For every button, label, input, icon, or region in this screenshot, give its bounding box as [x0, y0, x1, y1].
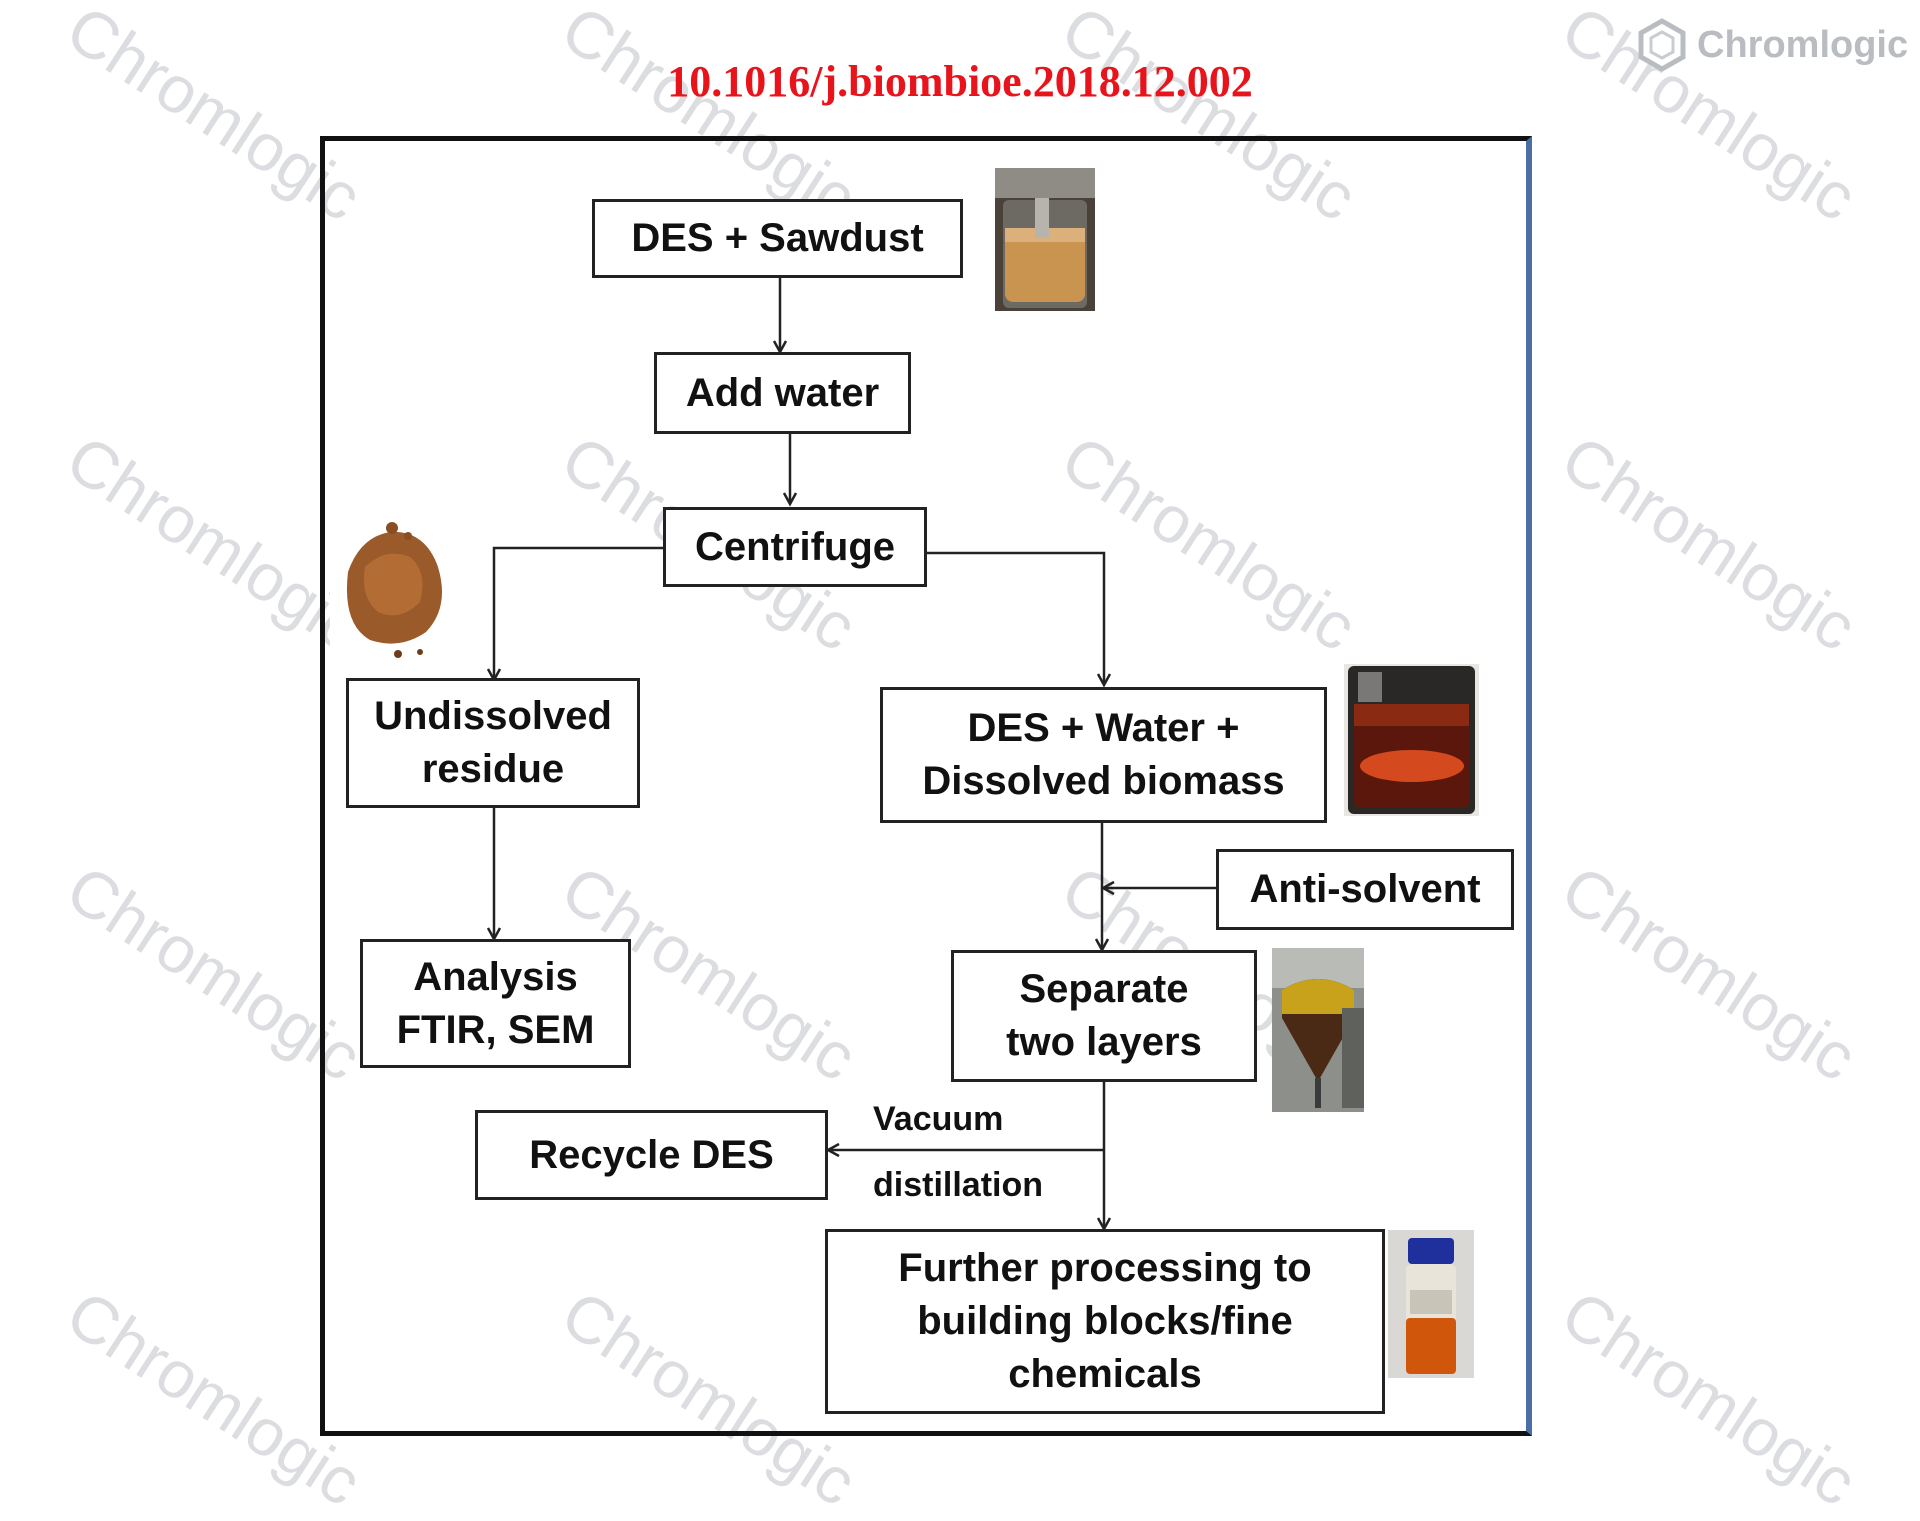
- box-recycle-des: Recycle DES: [475, 1110, 828, 1200]
- flow-connectors: [486, 278, 1216, 1232]
- box-recycle-des-label: Recycle DES: [529, 1132, 774, 1177]
- arrow-centrifuge-to-solution: [927, 551, 1112, 688]
- box-des-sawdust: DES + Sawdust: [592, 199, 963, 278]
- dark-solution-beaker-photo: [1344, 664, 1479, 816]
- hexagon-logo-icon: [1638, 18, 1686, 72]
- box-undissolved-line2: residue: [421, 747, 565, 791]
- box-further-line3: chemicals: [1008, 1352, 1202, 1396]
- arrow-centrifuge-to-residue: [486, 546, 665, 683]
- box-separate-layers: Separate two layers: [951, 950, 1257, 1082]
- label-distillation: distillation: [873, 1166, 1043, 1204]
- box-analysis-line2: FTIR, SEM: [396, 1007, 595, 1052]
- box-undissolved-residue: Undissolved residue: [346, 678, 640, 808]
- doi-title: 10.1016/j.biombioe.2018.12.002: [667, 57, 1253, 106]
- box-analysis: Analysis FTIR, SEM: [360, 939, 631, 1068]
- box-add-water: Add water: [654, 352, 911, 434]
- box-anti-solvent: Anti-solvent: [1216, 849, 1514, 930]
- brand-name: Chromlogic: [1697, 23, 1909, 66]
- box-further-line2: building blocks/fine: [917, 1299, 1293, 1343]
- box-dissolved-biomass: DES + Water + Dissolved biomass: [880, 687, 1327, 823]
- box-dissolved-line1: DES + Water +: [967, 706, 1240, 750]
- box-analysis-line1: Analysis: [413, 954, 578, 999]
- box-undissolved-line1: Undissolved: [374, 694, 612, 738]
- vial-product-photo: [1388, 1230, 1474, 1378]
- residue-powder-photo: [330, 512, 460, 662]
- box-separate-line2: two layers: [1006, 1020, 1202, 1064]
- separatory-funnel-photo: [1272, 948, 1364, 1112]
- label-vacuum: Vacuum: [873, 1100, 1004, 1138]
- box-separate-line1: Separate: [1019, 967, 1189, 1011]
- box-anti-solvent-label: Anti-solvent: [1249, 867, 1481, 911]
- box-des-sawdust-label: DES + Sawdust: [631, 216, 924, 260]
- beaker-sawdust-photo: [995, 168, 1095, 311]
- box-add-water-label: Add water: [685, 370, 880, 415]
- box-centrifuge-label: Centrifuge: [695, 524, 895, 569]
- diagram-frame: [320, 136, 1532, 1436]
- box-further-line1: Further processing to: [898, 1246, 1312, 1290]
- box-centrifuge: Centrifuge: [663, 507, 927, 587]
- brand-logo: Chromlogic: [1637, 18, 1908, 72]
- box-dissolved-line2: Dissolved biomass: [922, 759, 1285, 803]
- box-further-processing: Further processing to building blocks/fi…: [825, 1229, 1385, 1414]
